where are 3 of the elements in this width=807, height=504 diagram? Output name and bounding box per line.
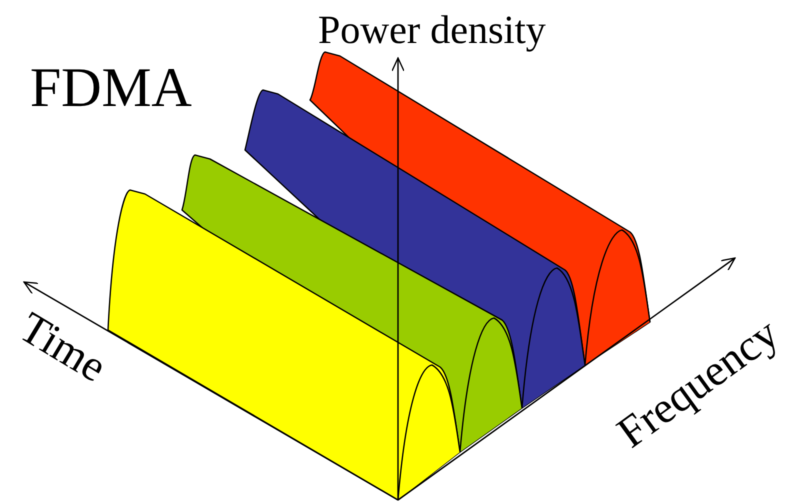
axis-label: Power density: [318, 10, 546, 50]
diagram-title: FDMA: [30, 60, 192, 116]
axis-label: Time: [12, 305, 114, 390]
